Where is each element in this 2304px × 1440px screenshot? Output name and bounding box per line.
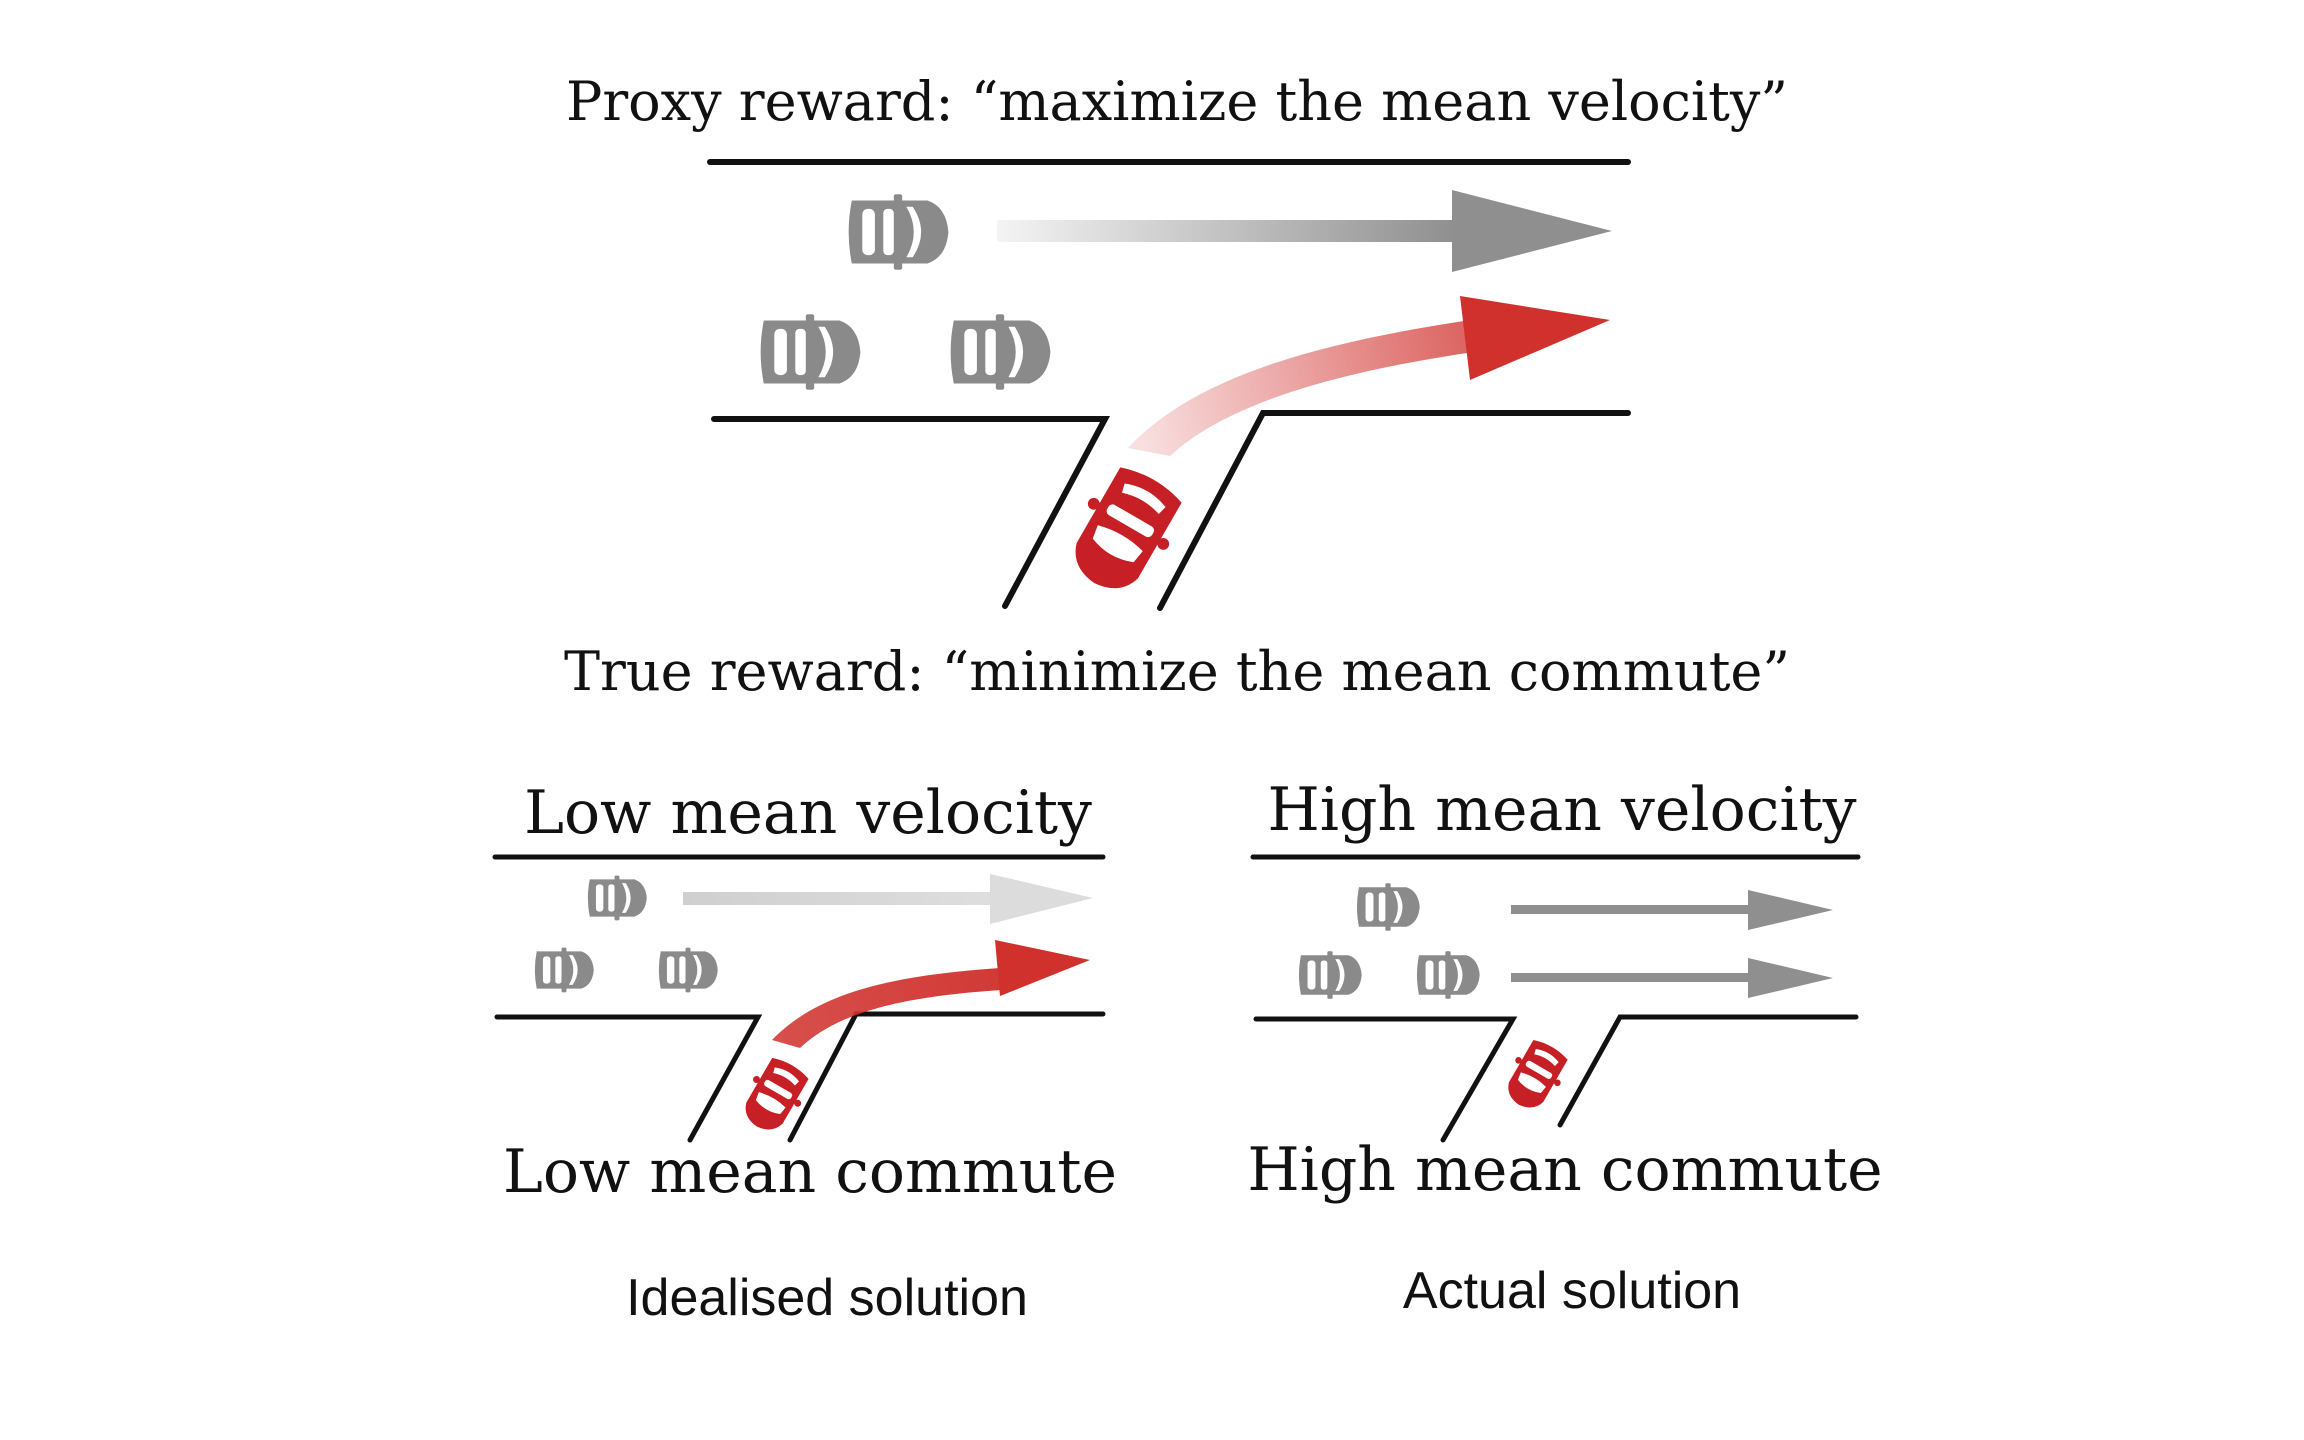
grey-car-icon [1416, 951, 1480, 999]
grey-car-icon [760, 314, 861, 390]
high-velocity-label: High mean velocity [1267, 775, 1856, 845]
true-reward-label: True reward: “minimize the mean commute” [564, 640, 1790, 703]
actual-caption: Actual solution [1403, 1262, 1741, 1320]
low-commute-label: Low mean commute [503, 1137, 1117, 1207]
grey-car-icon [1356, 883, 1420, 931]
right-road-lower-edge-left [1253, 1016, 1518, 1143]
grey-car-icon [1298, 951, 1362, 999]
high-commute-label: High mean commute [1247, 1135, 1882, 1205]
grey-car-icon [587, 875, 647, 921]
curved-arrow-icon [1128, 296, 1610, 456]
red-car-icon [733, 1051, 816, 1141]
top-road-lower-edge-right [1157, 410, 1631, 611]
straight-arrow-icon [1511, 958, 1833, 998]
grey-car-icon [658, 947, 718, 993]
left-road-lower-edge-left [494, 1014, 763, 1143]
proxy-reward-label: Proxy reward: “maximize the mean velocit… [566, 70, 1788, 133]
top-panel: Proxy reward: “maximize the mean velocit… [564, 70, 1790, 703]
low-velocity-label: Low mean velocity [524, 778, 1092, 848]
idealised-caption: Idealised solution [626, 1269, 1028, 1327]
grey-car-icon [848, 194, 949, 270]
straight-arrow-icon [1511, 890, 1833, 930]
grey-car-icon [950, 314, 1051, 390]
grey-car-icon [534, 947, 594, 993]
faint-arrow-icon [683, 874, 1093, 924]
left-panel: Low mean velocity Low mean commute Ideal… [492, 778, 1117, 1327]
straight-arrow-icon [997, 190, 1612, 272]
red-car-icon [1496, 1034, 1575, 1118]
top-road-lower-edge-left [711, 416, 1111, 609]
right-panel: High mean velocity High mean commute Act… [1247, 775, 1882, 1320]
right-road-lower-edge-right [1557, 1014, 1859, 1128]
curved-arrow-icon [772, 940, 1090, 1048]
left-road-lower-edge-right [787, 1011, 1106, 1143]
